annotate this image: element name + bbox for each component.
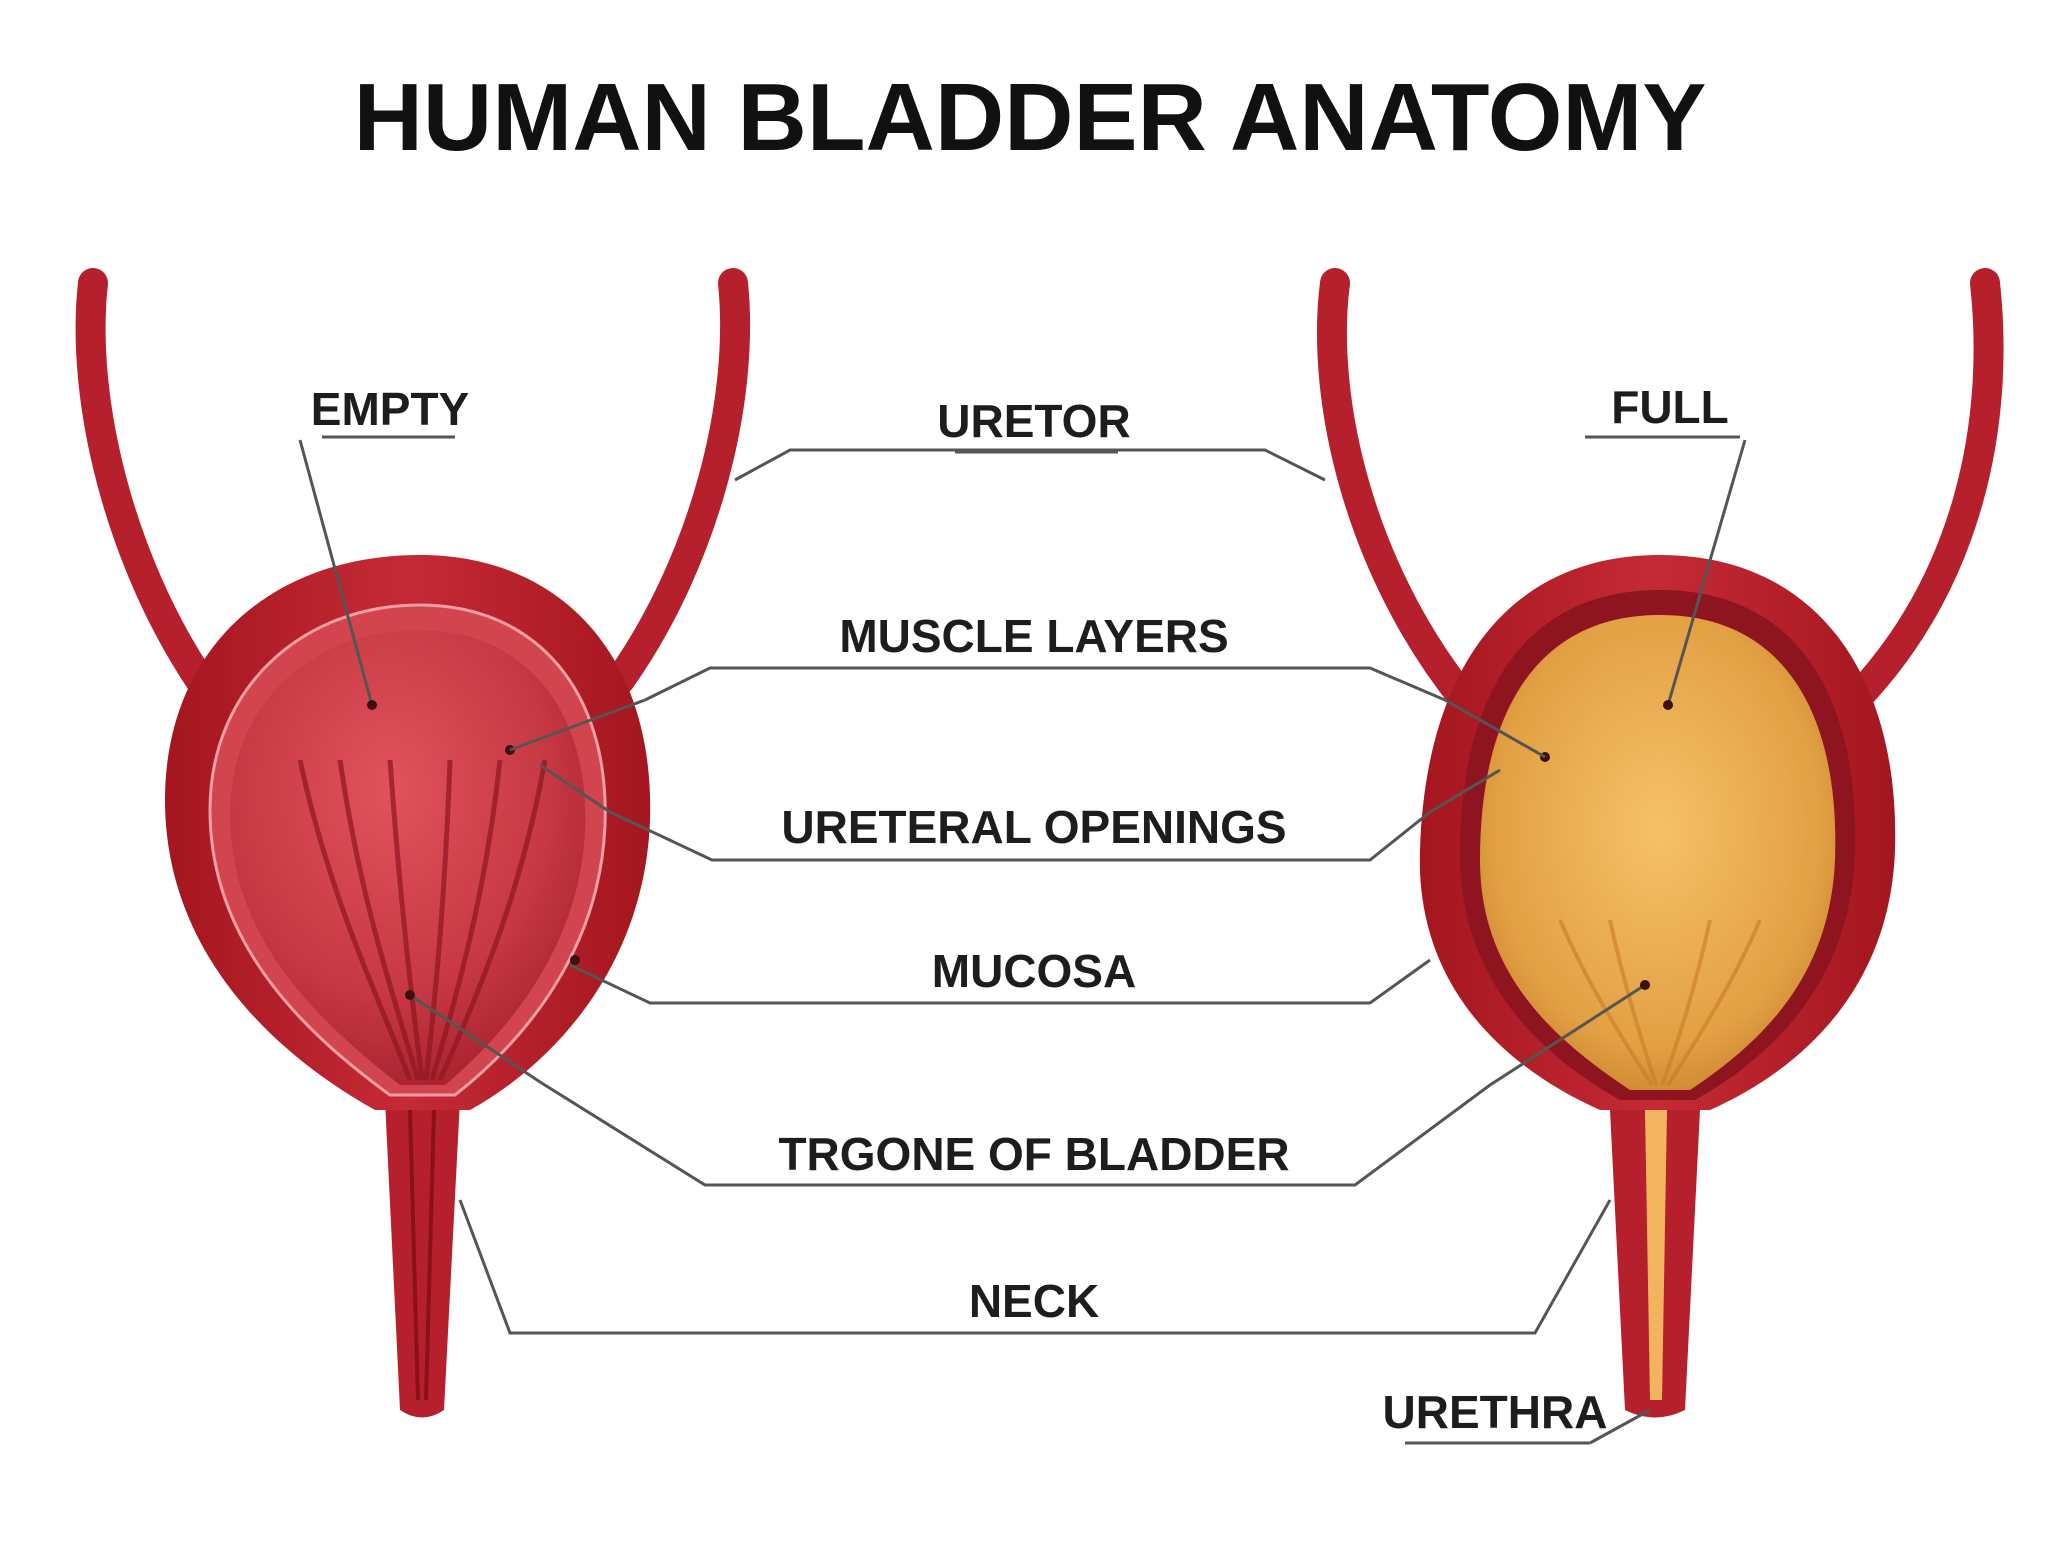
label-neck: NECK [969,1275,1099,1327]
left-ureter-tube [75,268,215,695]
label-ureteral-openings: URETERAL OPENINGS [781,801,1286,853]
left-ureter-tube-full [1316,268,1480,715]
full-bladder-illustration [1316,268,2004,1418]
label-uretor: URETOR [937,395,1130,447]
full-mucosa-folds [1558,919,1762,1087]
label-empty: EMPTY [311,383,469,435]
label-muscle-layers: MUSCLE LAYERS [839,610,1228,662]
leader-lines [298,435,1747,1445]
label-urethra: URETHRA [1383,1386,1608,1438]
empty-bladder-illustration [75,268,751,1418]
label-full: FULL [1611,381,1729,433]
page-title: HUMAN BLADDER ANATOMY [354,64,1707,171]
label-trigone: TRGONE OF BLADDER [778,1128,1289,1180]
right-ureter-tube-full [1840,268,2004,715]
empty-bladder-interior [230,630,586,1085]
full-bladder-interior [1480,615,1836,1090]
right-ureter-tube [605,268,751,695]
mucosa-folds [297,759,548,1082]
urethra-tube [385,1100,460,1418]
label-mucosa: MUCOSA [932,945,1136,997]
